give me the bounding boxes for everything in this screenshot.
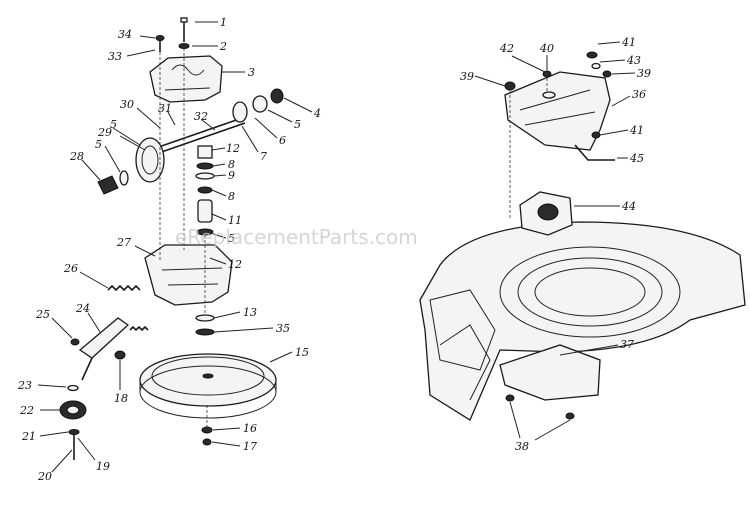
callout-38: 38 (515, 440, 529, 453)
transmission-assembly (59, 17, 284, 460)
washer-part (178, 43, 190, 49)
callout-5c: 5 (95, 138, 102, 151)
callout-35: 35 (276, 322, 290, 335)
spacer-part (197, 145, 213, 159)
callout-30: 30 (120, 98, 134, 111)
callout-12: 12 (226, 142, 240, 155)
upper-housing-part (149, 55, 223, 103)
callout-12b: 12 (228, 258, 242, 271)
callout-labels: 1 2 3 4 5 6 7 34 33 30 31 32 5 29 5 28 1… (17, 16, 651, 483)
washer-part (196, 162, 214, 170)
callout-43: 43 (626, 54, 641, 67)
callout-18: 18 (114, 392, 128, 405)
callout-21: 21 (21, 430, 36, 443)
callout-22: 22 (19, 404, 34, 417)
callout-17: 17 (243, 440, 257, 453)
callout-6: 6 (279, 134, 286, 147)
shift-lever-part (78, 317, 130, 359)
callout-1: 1 (220, 16, 227, 29)
leader-lines (37, 21, 636, 473)
callout-7: 7 (260, 150, 267, 163)
callout-5d: 5 (228, 232, 235, 245)
lower-housing-part (144, 244, 233, 306)
callout-26: 26 (63, 262, 78, 275)
callout-5b: 5 (110, 118, 117, 131)
callout-8: 8 (228, 158, 235, 171)
callout-13: 13 (243, 306, 257, 319)
callout-33: 33 (108, 50, 122, 63)
axle-shaft-part (149, 116, 246, 151)
callout-41b: 41 (629, 124, 644, 137)
callout-45: 45 (629, 152, 644, 165)
callout-8b: 8 (228, 190, 235, 203)
callout-11: 11 (228, 214, 242, 227)
callout-34: 34 (118, 28, 132, 41)
bearing-part (232, 101, 248, 123)
callout-36: 36 (632, 88, 646, 101)
callout-39: 39 (460, 70, 474, 83)
callout-27: 27 (116, 236, 131, 249)
screw-part (155, 35, 165, 52)
pinion-part (97, 175, 119, 195)
callout-19: 19 (96, 460, 110, 473)
nut-part (270, 88, 284, 104)
watermark-text: eReplacementParts.com (175, 225, 418, 249)
bearing-part (252, 95, 268, 113)
spring-part (107, 284, 141, 292)
callout-9: 9 (228, 169, 235, 182)
callout-5: 5 (294, 118, 301, 131)
callout-40: 40 (539, 42, 554, 55)
callout-37: 37 (620, 338, 634, 351)
pulley-part (139, 353, 277, 419)
chute-deflector-part (499, 344, 601, 401)
bolt-part (180, 17, 188, 42)
deck-housing-part (419, 221, 746, 421)
callout-29: 29 (97, 126, 112, 139)
callout-31: 31 (158, 102, 172, 115)
callout-4: 4 (313, 107, 321, 120)
deck-assembly (419, 51, 746, 421)
callout-23: 23 (17, 379, 32, 392)
idler-wheel-part (59, 400, 87, 420)
clutch-cone-part (197, 199, 213, 223)
callout-15: 15 (295, 346, 309, 359)
callout-25: 25 (35, 308, 50, 321)
callout-42: 42 (499, 42, 514, 55)
callout-20: 20 (37, 470, 52, 483)
callout-28: 28 (69, 150, 84, 163)
callout-41: 41 (621, 36, 636, 49)
callout-16: 16 (243, 422, 257, 435)
washer-part (197, 186, 213, 194)
callout-39b: 39 (637, 67, 651, 80)
callout-24: 24 (75, 302, 90, 315)
rod-part (574, 144, 615, 161)
callout-32: 32 (194, 110, 208, 123)
callout-44: 44 (621, 200, 636, 213)
callout-3: 3 (248, 66, 255, 79)
washer-part (195, 172, 215, 180)
callout-2: 2 (219, 40, 227, 53)
